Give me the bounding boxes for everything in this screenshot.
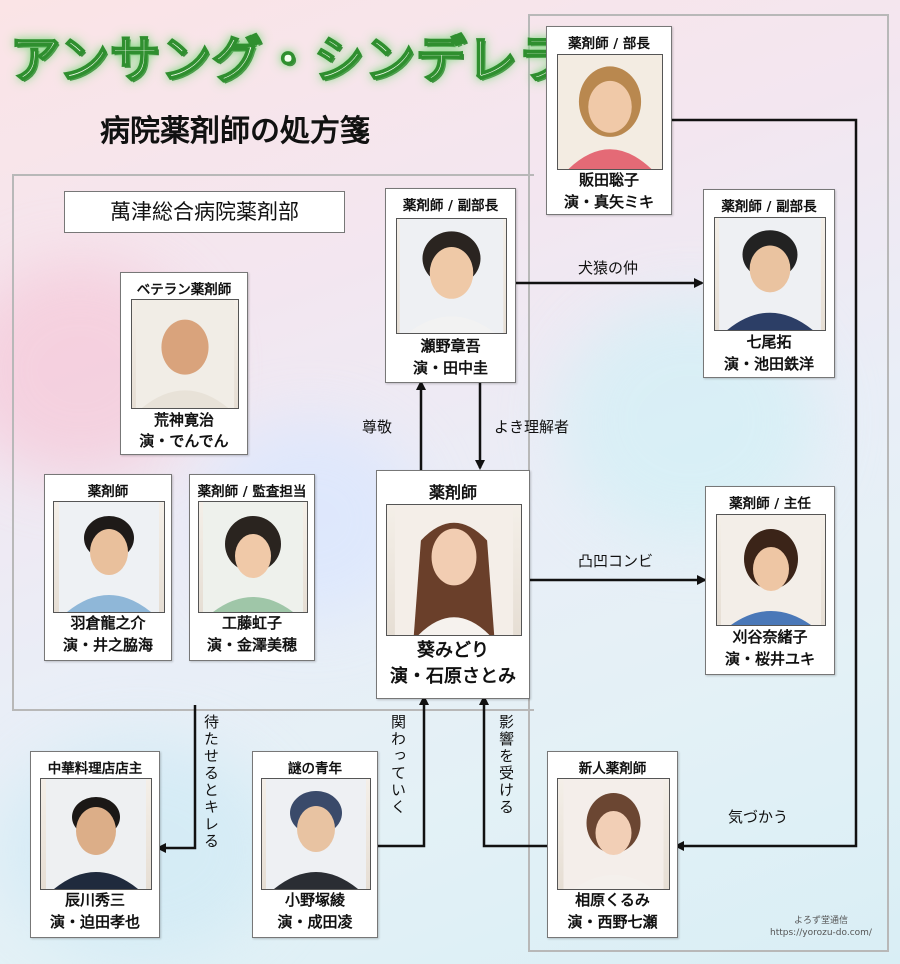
onozuka-aoi-arrow [376,695,429,848]
portrait-seno [396,218,507,334]
portrait-tatsukawa [40,778,152,890]
character-card-hanzaki: 薬剤師 / 部長 販田聡子 演・真矢ミキ [546,26,672,215]
character-card-aoi: 薬剤師 葵みどり 演・石原さとみ [376,470,530,699]
character-actor: 演・田中圭 [412,359,488,377]
hospital-frame-left [12,174,534,711]
aihara-aoi-arrow [479,695,547,848]
character-actor: 演・井之脇海 [62,636,153,654]
character-card-nanao: 薬剤師 / 副部長 七尾拓 演・池田鉄洋 [703,189,835,378]
character-role: 中華料理店店主 [47,761,143,777]
portrait-kariya [716,514,826,626]
label-aoi-kariya: 凸凹コンビ [578,552,654,570]
character-name: 羽倉龍之介 [70,614,146,632]
hanzaki-aihara-arrow [670,118,858,851]
site-credit-name: よろず堂通信 [793,916,848,926]
character-name: 葵みどり [417,640,489,661]
character-name: 辰川秀三 [64,891,125,909]
character-card-aihara: 新人薬剤師 相原くるみ 演・西野七瀬 [547,751,678,938]
character-actor: 演・金澤美穂 [206,636,297,654]
label-seno-nanao: 犬猿の仲 [578,259,639,277]
character-name: 相原くるみ [575,891,650,909]
character-card-kariya: 薬剤師 / 主任 刈谷奈緒子 演・桜井ユキ [705,486,835,675]
character-actor: 演・でんでん [139,432,229,450]
character-role: 薬剤師 / 監査担当 [197,484,307,500]
character-name: 七尾拓 [746,333,792,351]
character-role: 薬剤師 / 主任 [729,496,811,512]
character-card-arakami: ベテラン薬剤師 荒神寛治 演・でんでん [120,272,248,455]
label-respect: 尊敬 [362,418,393,436]
character-actor: 演・迫田孝也 [49,913,140,931]
aoi-tatsukawa-arrow [156,705,197,853]
character-role: 薬剤師 / 副部長 [721,199,817,215]
portrait-aihara [557,778,670,890]
character-card-kudo: 薬剤師 / 監査担当 工藤虹子 演・金澤美穂 [189,474,315,661]
site-credit-url: https://yorozu-do.com/ [770,928,872,938]
character-role: 新人薬剤師 [578,761,647,777]
character-card-onozuka: 謎の青年 小野塚綾 演・成田凌 [252,751,378,938]
label-onozuka-aoi: 関わっていく [389,714,407,816]
portrait-hanzaki [557,54,663,170]
label-aihara-aoi: 影響を受ける [497,714,515,816]
character-card-tatsukawa: 中華料理店店主 辰川秀三 演・迫田孝也 [30,751,160,938]
character-role: 薬剤師 [428,483,477,502]
portrait-nanao [714,217,826,331]
label-aoi-tatsukawa: 待たせるとキレる [202,714,220,850]
portrait-kudo [198,501,308,613]
page-title: アンサング・シンデレラ [9,30,569,90]
label-hanzaki-aihara: 気づかう [728,808,789,826]
character-role: 薬剤師 / 部長 [568,36,650,52]
portrait-onozuka [261,778,371,890]
character-actor: 演・西野七瀬 [567,913,658,931]
character-role: 薬剤師 / 副部長 [402,198,499,214]
character-actor: 演・真矢ミキ [563,193,654,211]
character-card-hakura: 薬剤師 羽倉龍之介 演・井之脇海 [44,474,172,661]
character-actor: 演・石原さとみ [390,666,516,687]
character-name: 瀬野章吾 [420,337,481,355]
character-name: 小野塚綾 [284,891,345,909]
character-role: 薬剤師 [87,484,129,500]
portrait-arakami [131,299,239,409]
character-role: 謎の青年 [288,761,342,777]
character-name: 販田聡子 [578,171,639,189]
portrait-hakura [53,501,165,613]
character-card-seno: 薬剤師 / 副部長 瀬野章吾 演・田中圭 [385,188,516,383]
character-role: ベテラン薬剤師 [136,282,232,298]
portrait-aoi [386,504,522,636]
label-understanding: よき理解者 [494,418,570,436]
character-name: 工藤虹子 [221,614,282,632]
character-actor: 演・成田凌 [277,913,353,931]
character-name: 刈谷奈緒子 [732,628,808,646]
page-subtitle: 病院薬剤師の処方箋 [100,114,370,149]
character-actor: 演・桜井ユキ [724,650,815,668]
department-label: 萬津総合病院薬剤部 [64,191,345,233]
site-credit: よろず堂通信 https://yorozu-do.com/ [770,915,872,939]
character-actor: 演・池田鉄洋 [723,355,814,373]
character-name: 荒神寛治 [153,411,214,429]
